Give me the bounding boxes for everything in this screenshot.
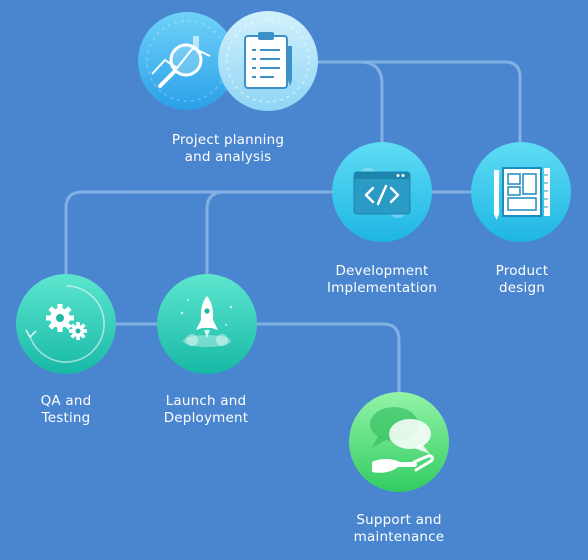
stage-label-launch: Launch and Deployment [146, 393, 266, 427]
launch-line1: Launch and [165, 393, 247, 409]
code-window-icon [332, 142, 432, 242]
planning-line1: Project planning [171, 132, 285, 148]
rocket-icon [157, 274, 257, 374]
qa-line2: Testing [41, 410, 91, 426]
development-line2: Implementation [327, 280, 437, 296]
qa-line1: QA and [40, 393, 92, 409]
stage-label-design: Product design [472, 263, 572, 297]
planning-line2: and analysis [184, 149, 272, 165]
stage-label-support: Support and maintenance [339, 512, 459, 546]
chat-support-hand-icon [349, 392, 449, 492]
connector-launch-to-support [256, 322, 401, 395]
design-line1: Product [495, 263, 549, 279]
connector-development-to-launch [205, 190, 335, 278]
analytics-chart-icon [138, 12, 236, 110]
design-layout-icon [471, 142, 571, 242]
gears-refresh-icon [16, 274, 116, 374]
connector-planning-to-design [300, 60, 522, 150]
clipboard-checklist-icon [218, 11, 318, 111]
design-line2: design [499, 280, 545, 296]
connector-planning-to-development [359, 60, 384, 145]
stage-label-planning: Project planning and analysis [158, 132, 298, 166]
connector-lines [64, 60, 522, 395]
support-line2: maintenance [353, 529, 445, 545]
stage-label-qa: QA and Testing [16, 393, 116, 427]
development-line1: Development [335, 263, 429, 279]
support-line1: Support and [356, 512, 442, 528]
stage-label-development: Development Implementation [312, 263, 452, 297]
connector-development-to-qa [64, 190, 335, 278]
launch-line2: Deployment [163, 410, 249, 426]
